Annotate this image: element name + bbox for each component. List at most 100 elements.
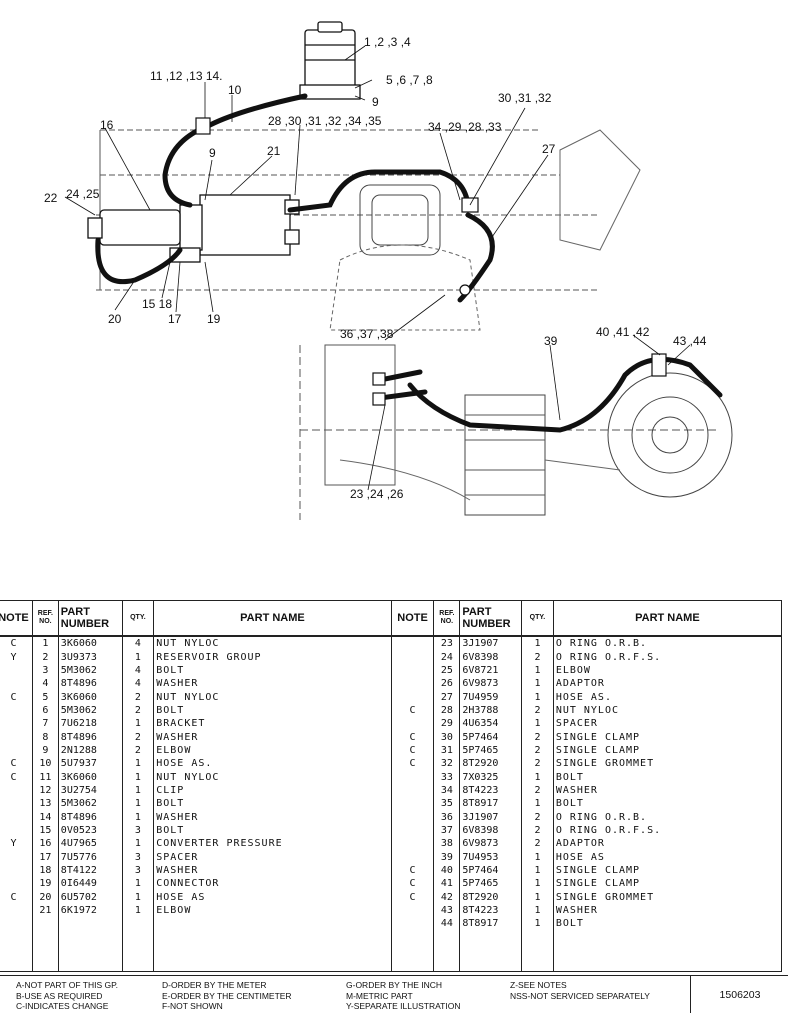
cell-ref: 18 xyxy=(31,863,59,878)
cell-qty: 2 xyxy=(521,837,554,851)
cell-note xyxy=(390,677,435,691)
callout-36-38: 36 ,37 ,38 xyxy=(340,327,394,341)
cell-qty: 1 xyxy=(121,890,155,904)
header-part-number: PART NUMBER xyxy=(459,600,523,637)
cell-part-number: 8T8917 xyxy=(459,797,523,811)
cell-part-number: 7U5776 xyxy=(57,850,123,864)
cell-note: C xyxy=(390,890,435,904)
cell-part-name: NUT NYLOC xyxy=(153,690,392,704)
cell-note xyxy=(0,797,33,811)
cell-qty: 3 xyxy=(121,823,155,838)
cell-part-number: 5P7465 xyxy=(459,743,523,758)
legend-item: A-NOT PART OF THIS GP. xyxy=(16,980,119,990)
cell-part-name: WASHER xyxy=(153,730,392,744)
callout-20: 20 xyxy=(108,312,122,326)
cell-note xyxy=(390,717,435,731)
cell-qty: 1 xyxy=(521,690,554,704)
cell-part-name: BRACKET xyxy=(153,717,392,731)
cell-part-number: 4U6354 xyxy=(459,717,523,731)
document-number: 1506203 xyxy=(690,976,788,1013)
cell-note xyxy=(390,690,435,704)
cell-ref: 5 xyxy=(31,690,59,704)
cell-part-name: SINGLE CLAMP xyxy=(552,730,783,744)
cell-part-name: CONVERTER PRESSURE xyxy=(153,837,392,851)
cell-qty: 1 xyxy=(121,837,155,851)
cell-part-number: 3U9373 xyxy=(57,650,123,664)
cell-part-number: 8T4122 xyxy=(57,863,123,878)
cell-qty: 2 xyxy=(521,730,554,744)
cell-ref: 9 xyxy=(31,743,59,758)
cell-note xyxy=(0,863,33,878)
cell-qty: 1 xyxy=(121,797,155,811)
cell-ref: 37 xyxy=(433,823,461,838)
callout-21: 21 xyxy=(267,144,281,158)
cell-ref: 1 xyxy=(31,636,59,651)
cell-note xyxy=(390,783,435,798)
cell-qty: 2 xyxy=(521,783,554,798)
legend-item: G-ORDER BY THE INCH xyxy=(346,980,443,990)
cell-note: C xyxy=(390,757,435,771)
cell-qty: 1 xyxy=(521,863,554,878)
cell-qty: 2 xyxy=(521,650,554,664)
cell-ref: 12 xyxy=(31,783,59,798)
cell-part-number xyxy=(57,957,123,972)
cell-ref: 35 xyxy=(433,797,461,811)
cell-part-number: 8T4896 xyxy=(57,810,123,824)
cell-part-number: 7X0325 xyxy=(459,770,523,784)
cell-note: C xyxy=(0,757,33,771)
cell-part-number: 5M3062 xyxy=(57,797,123,811)
callout-5-8: 5 ,6 ,7 ,8 xyxy=(386,73,433,87)
cell-part-number: 7U6218 xyxy=(57,717,123,731)
cell-note: C xyxy=(0,770,33,784)
cell-part-name: BOLT xyxy=(153,823,392,838)
cell-part-name xyxy=(153,917,392,931)
cell-part-number: 3J1907 xyxy=(459,636,523,651)
cell-qty xyxy=(521,930,554,944)
cell-part-name: ELBOW xyxy=(153,903,392,918)
legend-item: C-INDICATES CHANGE xyxy=(16,1001,109,1011)
cell-part-name: RESERVOIR GROUP xyxy=(153,650,392,664)
cell-ref: 20 xyxy=(31,890,59,904)
legend-item: F-NOT SHOWN xyxy=(162,1001,223,1011)
cell-part-name: SINGLE GROMMET xyxy=(552,757,783,771)
cell-part-number: 8T2920 xyxy=(459,757,523,771)
cell-part-name: O RING O.R.F.S. xyxy=(552,650,783,664)
callout-23-26: 23 ,24 ,26 xyxy=(350,487,404,501)
cell-note xyxy=(0,877,33,891)
cell-note xyxy=(390,823,435,838)
cell-ref: 44 xyxy=(433,917,461,931)
cell-part-name xyxy=(552,943,783,958)
cell-qty: 1 xyxy=(521,636,554,651)
callout-15-18: 15 18 xyxy=(142,297,172,311)
callout-10: 10 xyxy=(228,83,242,97)
cell-ref: 15 xyxy=(31,823,59,838)
cell-part-name: BOLT xyxy=(552,917,783,931)
cell-note xyxy=(0,783,33,798)
cell-qty: 1 xyxy=(521,890,554,904)
cell-part-name: HOSE AS xyxy=(552,850,783,864)
cell-qty: 1 xyxy=(521,917,554,931)
cell-part-name: CLIP xyxy=(153,783,392,798)
cell-part-number: 6V8398 xyxy=(459,823,523,838)
cell-qty xyxy=(121,957,155,972)
callout-19: 19 xyxy=(207,312,221,326)
cell-part-name: BOLT xyxy=(153,703,392,718)
cell-qty: 3 xyxy=(121,850,155,864)
cell-part-name: O RING O.R.B. xyxy=(552,636,783,651)
cell-note xyxy=(0,677,33,691)
cell-ref: 13 xyxy=(31,797,59,811)
cell-qty: 2 xyxy=(521,823,554,838)
cell-note xyxy=(390,957,435,972)
cell-part-number: 8T4223 xyxy=(459,783,523,798)
cell-ref: 8 xyxy=(31,730,59,744)
cell-qty: 1 xyxy=(121,810,155,824)
legend-col-3: G-ORDER BY THE INCH M-METRIC PART Y-SEPA… xyxy=(346,980,460,1012)
cell-note xyxy=(0,730,33,744)
